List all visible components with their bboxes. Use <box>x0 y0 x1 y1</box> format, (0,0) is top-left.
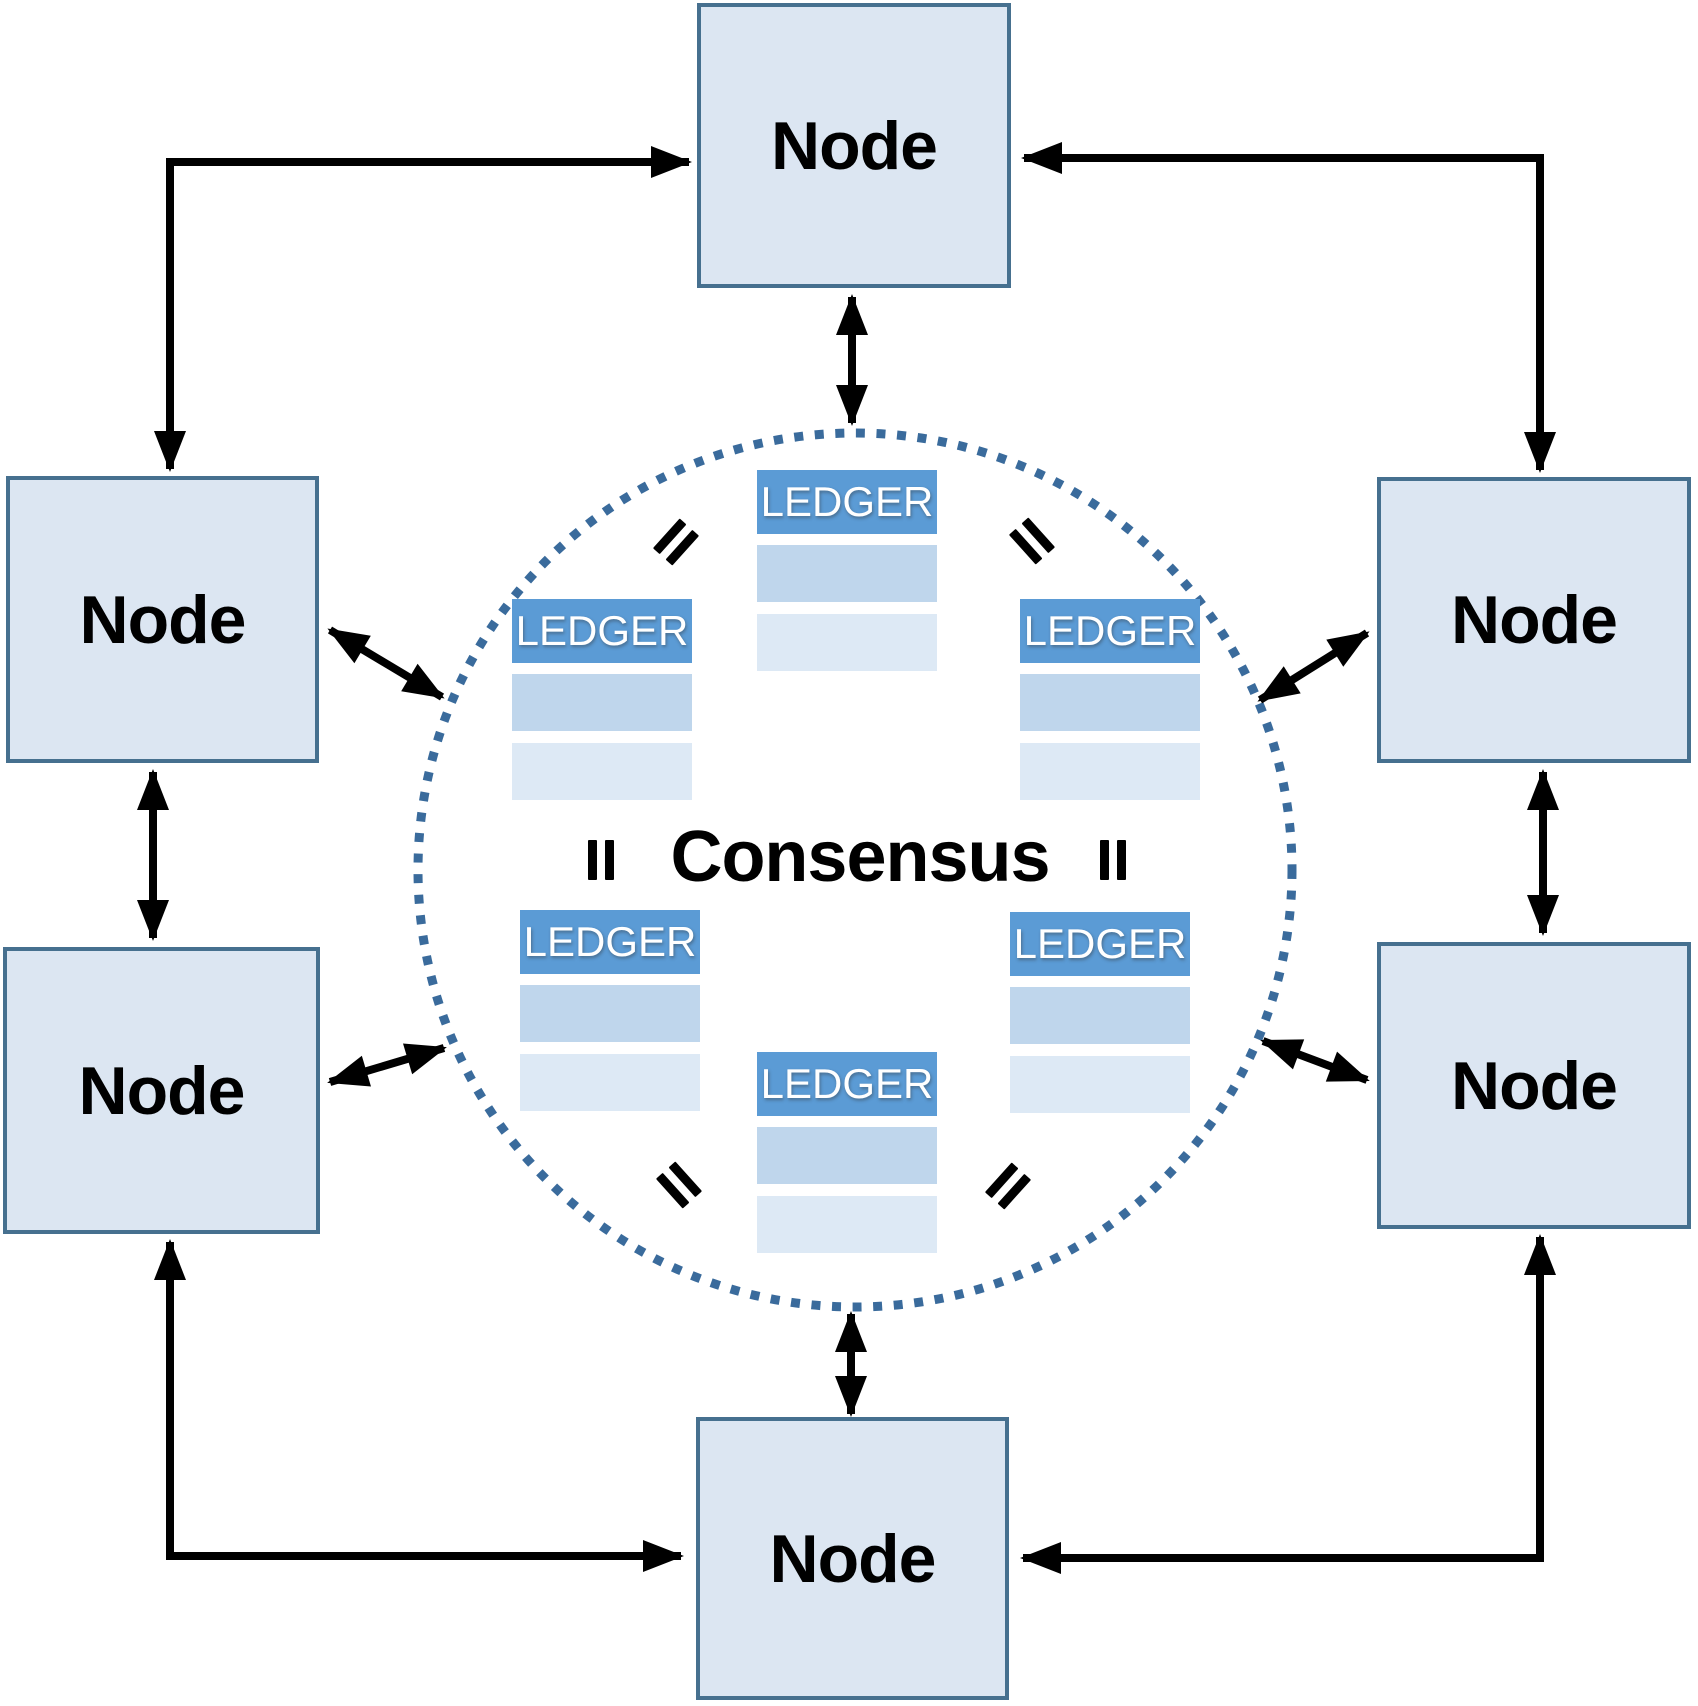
equals-icon <box>588 840 614 880</box>
connector-upperleft-consensus <box>327 626 445 701</box>
connector-lowerright-consensus <box>1260 1037 1370 1084</box>
ledger-table-bottom-center: LEDGER <box>757 1052 937 1253</box>
connector-lowerright-bottom-elbow <box>1020 1234 1556 1574</box>
ledger-row <box>757 1127 937 1184</box>
equals-bar <box>1100 840 1109 880</box>
equals-icon <box>1100 840 1126 880</box>
ledger-row <box>1010 987 1190 1044</box>
ledger-row <box>757 545 937 602</box>
ledger-row <box>1020 674 1200 731</box>
ledger-table-middle-right: LEDGER <box>1020 599 1200 800</box>
ledger-header: LEDGER <box>512 599 692 663</box>
ledger-row <box>1020 743 1200 800</box>
ledger-table-bottom-right: LEDGER <box>1010 912 1190 1113</box>
ledger-row <box>520 1054 700 1111</box>
connector-upperleft-top-elbow <box>154 146 692 472</box>
ledger-header: LEDGER <box>1020 599 1200 663</box>
equals-bar <box>605 840 614 880</box>
node-box-lower-right: Node <box>1377 942 1691 1229</box>
equals-bar <box>588 840 597 880</box>
ledger-table-top-center: LEDGER <box>757 470 937 671</box>
node-box-bottom: Node <box>696 1417 1009 1700</box>
ledger-row <box>757 614 937 671</box>
node-box-top: Node <box>697 3 1011 288</box>
connector-lowerleft-consensus <box>327 1043 447 1087</box>
ledger-header: LEDGER <box>1010 912 1190 976</box>
ledger-row <box>520 985 700 1042</box>
consensus-boundary-circle <box>413 428 1297 1312</box>
ledger-row <box>757 1196 937 1253</box>
ledger-header: LEDGER <box>520 910 700 974</box>
ledger-table-bottom-left: LEDGER <box>520 910 700 1111</box>
connector-upperright-top-elbow <box>1021 142 1556 473</box>
ledger-row <box>1010 1056 1190 1113</box>
connector-lowerleft-bottom-elbow <box>154 1239 684 1572</box>
equals-bar <box>1117 840 1126 880</box>
connector-upperright-consensus <box>1257 629 1370 704</box>
ledger-table-middle-left: LEDGER <box>512 599 692 800</box>
ledger-row <box>512 743 692 800</box>
node-box-lower-left: Node <box>3 947 320 1234</box>
ledger-header: LEDGER <box>757 470 937 534</box>
node-box-upper-left: Node <box>6 476 319 763</box>
ledger-row <box>512 674 692 731</box>
node-box-upper-right: Node <box>1377 477 1691 763</box>
consensus-title: Consensus <box>670 817 1050 897</box>
ledger-header: LEDGER <box>757 1052 937 1116</box>
